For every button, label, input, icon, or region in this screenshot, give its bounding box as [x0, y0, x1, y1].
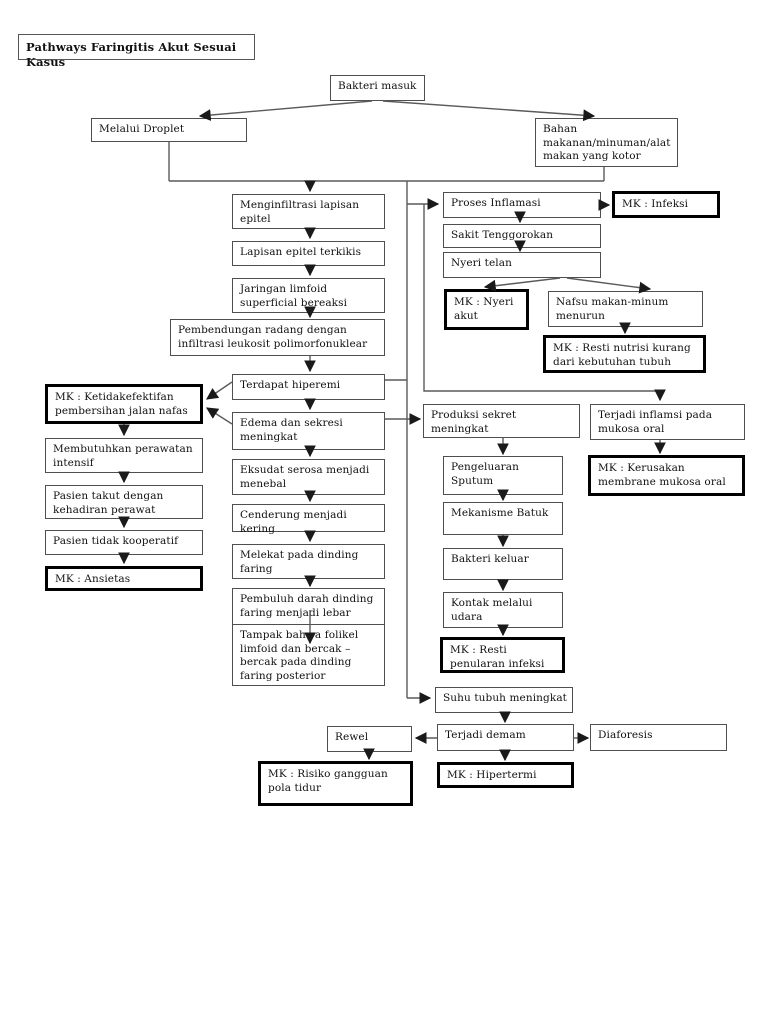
node-kontak-melalui-udara: Kontak melalui udara: [443, 592, 563, 628]
node-bakteri-keluar: Bakteri keluar: [443, 548, 563, 580]
node-pasien-takut: Pasien takut dengan kehadiran perawat: [45, 485, 203, 519]
node-mk-risiko-gangguan: MK : Risiko gangguan pola tidur: [258, 761, 413, 806]
node-pasien-tidak-kooperatif: Pasien tidak kooperatif: [45, 530, 203, 555]
node-suhu-tubuh-meningkat: Suhu tubuh meningkat: [435, 687, 573, 713]
node-produksi-sekret: Produksi sekret meningkat: [423, 404, 580, 438]
node-nafsu-makan-minum: Nafsu makan-minum menurun: [548, 291, 703, 327]
node-proses-inflamasi: Proses Inflamasi: [443, 192, 601, 218]
node-melalui-droplet: Melalui Droplet: [91, 118, 247, 142]
node-mk-infeksi: MK : Infeksi: [612, 191, 720, 218]
node-terjadi-inflamsi: Terjadi inflamsi pada mukosa oral: [590, 404, 745, 440]
node-pengeluaran-sputum: Pengeluaran Sputum: [443, 456, 563, 495]
node-terdapat-hiperemi: Terdapat hiperemi: [232, 374, 385, 400]
node-nyeri-telan: Nyeri telan: [443, 252, 601, 278]
node-sakit-tenggorokan: Sakit Tenggorokan: [443, 224, 601, 248]
node-mk-ketidakefektifan: MK : Ketidakefektifan pembersihan jalan …: [45, 384, 203, 424]
node-melekat-dinding: Melekat pada dinding faring: [232, 544, 385, 579]
node-diaforesis: Diaforesis: [590, 724, 727, 751]
node-eksudat-serosa: Eksudat serosa menjadi menebal: [232, 459, 385, 495]
node-cenderung-kering: Cenderung menjadi kering: [232, 504, 385, 535]
node-mk-resti-nutrisi: MK : Resti nutrisi kurang dari kebutuhan…: [543, 335, 706, 373]
node-mekanisme-batuk: Mekanisme Batuk: [443, 502, 563, 535]
node-rewel: Rewel: [327, 726, 412, 752]
node-mk-hipertermi: MK : Hipertermi: [437, 762, 574, 788]
node-pembuluh-darah: Pembuluh darah dinding faring menjadi le…: [232, 588, 385, 625]
node-mk-ansietas: MK : Ansietas: [45, 566, 203, 591]
node-edema-sekresi: Edema dan sekresi meningkat: [232, 412, 385, 450]
node-pembendungan-radang: Pembendungan radang dengan infiltrasi le…: [170, 319, 385, 356]
node-jaringan-limfoid: Jaringan limfoid superficial bereaksi: [232, 278, 385, 313]
node-tampak-folikel: Tampak bahwa folikel limfoid dan bercak …: [232, 624, 385, 686]
node-menginfiltrasi-lapisan-epitel: Menginfiltrasi lapisan epitel: [232, 194, 385, 229]
node-bahan-makanan: Bahan makanan/minuman/alat makan yang ko…: [535, 118, 678, 167]
node-mk-kerusakan-membrane: MK : Kerusakan membrane mukosa oral: [588, 455, 745, 496]
node-membutuhkan-perawatan: Membutuhkan perawatan intensif: [45, 438, 203, 473]
node-terjadi-demam: Terjadi demam: [437, 724, 574, 751]
node-mk-resti-penularan: MK : Resti penularan infeksi: [440, 637, 565, 673]
node-bakteri-masuk: Bakteri masuk: [330, 75, 425, 101]
node-title-box: Pathways Faringitis Akut Sesuai Kasus: [18, 34, 255, 69]
node-lapisan-epitel-terkikis: Lapisan epitel terkikis: [232, 241, 385, 266]
node-mk-nyeri-akut: MK : Nyeri akut: [444, 289, 529, 330]
